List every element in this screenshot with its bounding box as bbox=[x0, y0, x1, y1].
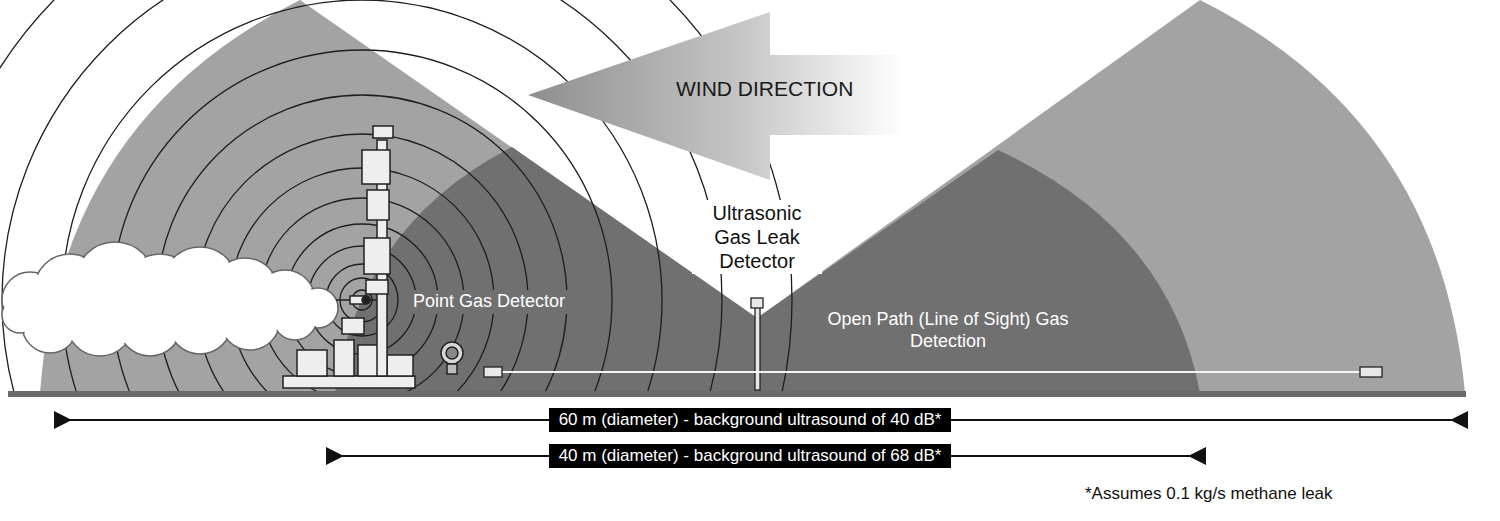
ultrasound-ring bbox=[2, 0, 722, 393]
gas-cloud bbox=[2, 242, 338, 356]
wind-label: WIND DIRECTION bbox=[676, 76, 853, 101]
dimension-text: 60 m (diameter) - background ultrasound … bbox=[559, 410, 942, 429]
cloud-fill bbox=[4, 299, 37, 332]
dimension-box: 40 m (diameter) - background ultrasound … bbox=[549, 444, 952, 468]
cloud-fill bbox=[275, 298, 316, 339]
inner-coverage-right bbox=[757, 150, 1200, 393]
ultrasound-ring bbox=[62, 0, 662, 393]
ultrasound-ring bbox=[112, 50, 612, 393]
ultrasound-ring bbox=[230, 168, 494, 393]
ultrasound-ring bbox=[196, 134, 528, 393]
detector-label: Point Gas Detector bbox=[410, 290, 568, 314]
open-path-detector bbox=[484, 367, 1382, 377]
detector-label: Open Path (Line of Sight) Gas Detection bbox=[810, 308, 1086, 353]
process-equipment bbox=[283, 126, 415, 388]
wind-arrow bbox=[528, 12, 905, 180]
cloud-fill bbox=[170, 292, 231, 353]
ultrasonic-detector bbox=[751, 298, 763, 390]
dimension-text: 40 m (diameter) - background ultrasound … bbox=[559, 446, 942, 465]
dimension-box: 60 m (diameter) - background ultrasound … bbox=[549, 408, 952, 432]
point-gas-detector bbox=[441, 342, 463, 374]
ground-line bbox=[8, 391, 1466, 397]
ultrasound-ring bbox=[157, 95, 567, 393]
footnote: *Assumes 0.1 kg/s methane leak bbox=[1085, 484, 1333, 504]
detector-label: Ultrasonic Gas Leak Detector bbox=[692, 200, 822, 274]
cloud-fill bbox=[222, 292, 279, 349]
